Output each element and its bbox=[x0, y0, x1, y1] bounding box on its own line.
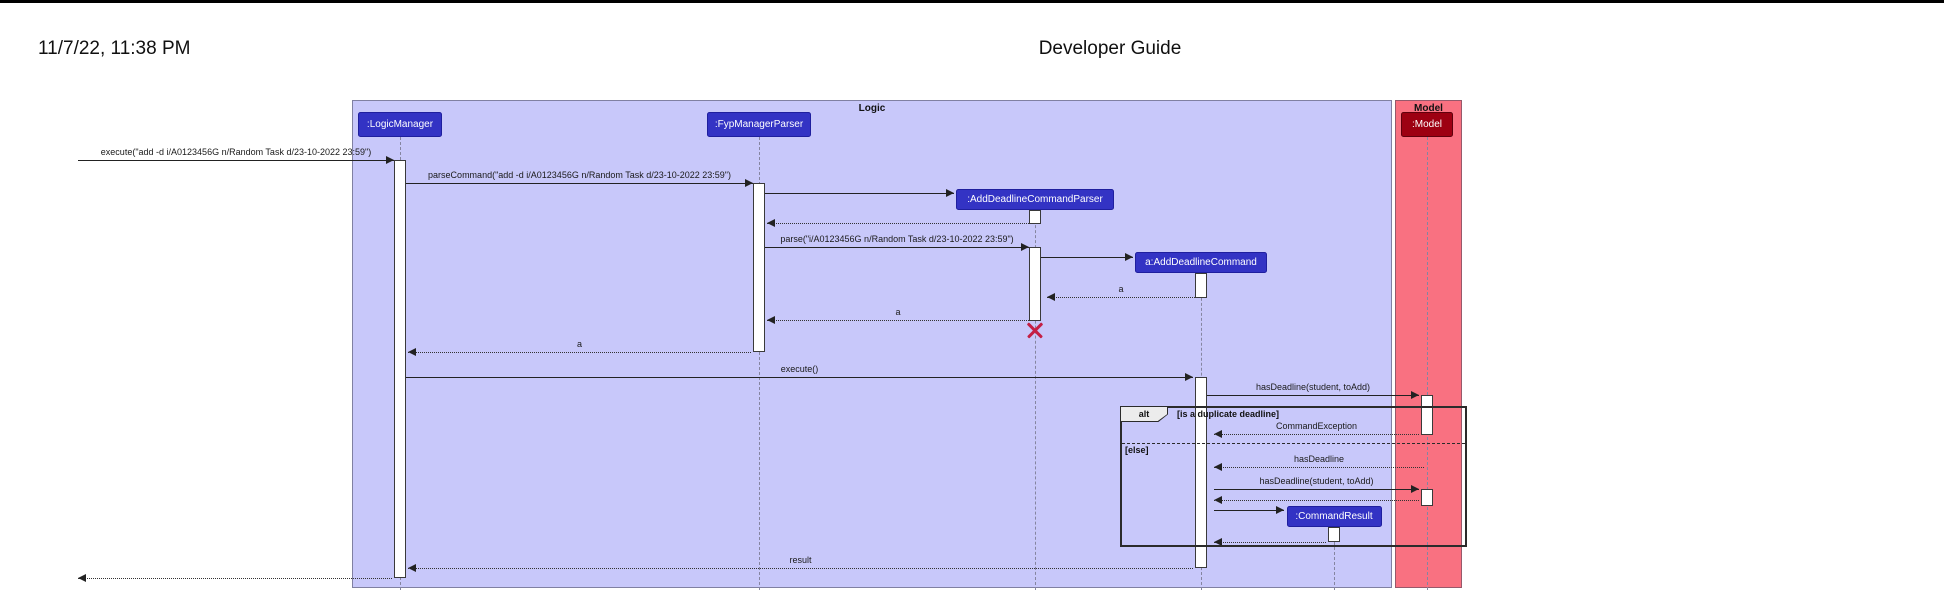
msg-has-deadline-return-label: hasDeadline bbox=[1293, 454, 1345, 464]
msg-has-deadline-check-1 bbox=[1207, 395, 1419, 396]
activation-model-2 bbox=[1421, 489, 1433, 506]
msg-create-parser bbox=[765, 193, 954, 194]
msg-parse-command bbox=[406, 183, 753, 184]
msg-return-a-to-fyp-parser bbox=[767, 320, 1029, 321]
msg-return-a-to-logic-manager-label: a bbox=[576, 339, 583, 349]
activation-fyp-manager-parser bbox=[753, 183, 765, 352]
msg-execute-arrowhead bbox=[1185, 373, 1193, 381]
msg-return-a-to-logic-manager-arrowhead bbox=[408, 348, 416, 356]
msg-result bbox=[408, 568, 1193, 569]
msg-return-a-to-parser-label: a bbox=[1118, 284, 1124, 294]
alt-fragment-tag: alt bbox=[1120, 406, 1168, 422]
msg-create-command-result-arrowhead bbox=[1276, 506, 1284, 514]
msg-parser-created-return bbox=[767, 223, 1029, 224]
participant-logic-manager: :LogicManager bbox=[358, 112, 442, 137]
msg-parse-args-arrowhead bbox=[1021, 243, 1029, 251]
msg-command-exception-label: CommandException bbox=[1275, 421, 1358, 431]
msg-has-deadline-check-2-arrowhead bbox=[1411, 485, 1419, 493]
msg-parse-args-label: parse("i/A0123456G n/Random Task d/23-10… bbox=[780, 234, 1014, 244]
msg-parse-command-arrowhead bbox=[745, 179, 753, 187]
participant-model: :Model bbox=[1401, 112, 1453, 137]
alt-else-divider bbox=[1122, 443, 1465, 444]
lifeline-fyp-manager-parser bbox=[758, 137, 760, 590]
participant-add-deadline-command-parser: :AddDeadlineCommandParser bbox=[956, 189, 1114, 210]
msg-create-parser-arrowhead bbox=[946, 189, 954, 197]
activation-parser-parse bbox=[1029, 247, 1041, 321]
msg-return-a-to-parser bbox=[1047, 297, 1195, 298]
alt-fragment-tag-label: alt bbox=[1121, 407, 1167, 421]
activation-model-1 bbox=[1421, 395, 1433, 435]
alt-guard-else: [else] bbox=[1125, 445, 1149, 455]
page-top-rule bbox=[0, 0, 1944, 3]
msg-has-deadline-return-arrowhead bbox=[1214, 463, 1222, 471]
msg-return-a-to-fyp-parser-arrowhead bbox=[767, 316, 775, 324]
activation-parser-create bbox=[1029, 210, 1041, 224]
activation-command-result bbox=[1328, 527, 1340, 542]
msg-execute-user-command bbox=[78, 160, 394, 161]
msg-model-return-arrowhead bbox=[1214, 496, 1222, 504]
msg-create-command bbox=[1041, 257, 1133, 258]
participant-command-result: :CommandResult bbox=[1286, 506, 1382, 527]
msg-has-deadline-return bbox=[1214, 467, 1424, 468]
print-header-date: 11/7/22, 11:38 PM bbox=[38, 38, 191, 59]
msg-return-to-caller-arrowhead bbox=[78, 574, 86, 582]
msg-result-arrowhead bbox=[408, 564, 416, 572]
msg-has-deadline-check-2 bbox=[1214, 489, 1419, 490]
model-frame: Model bbox=[1395, 100, 1462, 588]
lifeline-command-result bbox=[1333, 527, 1335, 590]
msg-command-result-return-arrowhead bbox=[1214, 538, 1222, 546]
page-title: Developer Guide bbox=[1038, 38, 1182, 59]
msg-has-deadline-check-1-arrowhead bbox=[1411, 391, 1419, 399]
msg-has-deadline-check-2-label: hasDeadline(student, toAdd) bbox=[1259, 476, 1374, 486]
msg-result-label: result bbox=[789, 555, 812, 565]
msg-return-a-to-logic-manager bbox=[408, 352, 751, 353]
msg-create-command-result bbox=[1214, 510, 1284, 511]
activation-logic-manager bbox=[394, 160, 406, 578]
activation-command-create bbox=[1195, 273, 1207, 298]
destroy-icon bbox=[1026, 321, 1044, 339]
msg-model-return bbox=[1214, 500, 1419, 501]
lifeline-model bbox=[1426, 137, 1428, 590]
msg-has-deadline-check-1-label: hasDeadline(student, toAdd) bbox=[1255, 382, 1371, 392]
msg-execute bbox=[406, 377, 1193, 378]
lifeline-add-deadline-command-parser bbox=[1034, 210, 1036, 590]
msg-return-to-caller bbox=[78, 578, 392, 579]
msg-command-exception bbox=[1214, 434, 1419, 435]
participant-fyp-manager-parser: :FypManagerParser bbox=[707, 112, 811, 137]
msg-parse-command-label: parseCommand("add -d i/A0123456G n/Rando… bbox=[428, 170, 731, 180]
model-frame-label: Model bbox=[1414, 103, 1443, 114]
msg-parse-args bbox=[765, 247, 1029, 248]
alt-guard-duplicate: [is a duplicate deadline] bbox=[1177, 409, 1280, 419]
participant-add-deadline-command: a:AddDeadlineCommand bbox=[1135, 252, 1267, 273]
logic-frame-label: Logic bbox=[858, 103, 886, 114]
msg-execute-user-command-arrowhead bbox=[386, 156, 394, 164]
msg-command-result-return bbox=[1214, 542, 1326, 543]
msg-create-command-arrowhead bbox=[1125, 253, 1133, 261]
msg-return-a-to-parser-arrowhead bbox=[1047, 293, 1055, 301]
msg-execute-user-command-label: execute("add -d i/A0123456G n/Random Tas… bbox=[100, 147, 372, 157]
msg-execute-label: execute() bbox=[780, 364, 819, 374]
msg-command-exception-arrowhead bbox=[1214, 430, 1222, 438]
msg-return-a-to-fyp-parser-label: a bbox=[895, 307, 901, 317]
activation-command-execute bbox=[1195, 377, 1207, 568]
logic-frame: Logic bbox=[352, 100, 1392, 588]
alt-fragment: alt [is a duplicate deadline] [else] bbox=[1120, 406, 1467, 547]
msg-parser-created-return-arrowhead bbox=[767, 219, 775, 227]
